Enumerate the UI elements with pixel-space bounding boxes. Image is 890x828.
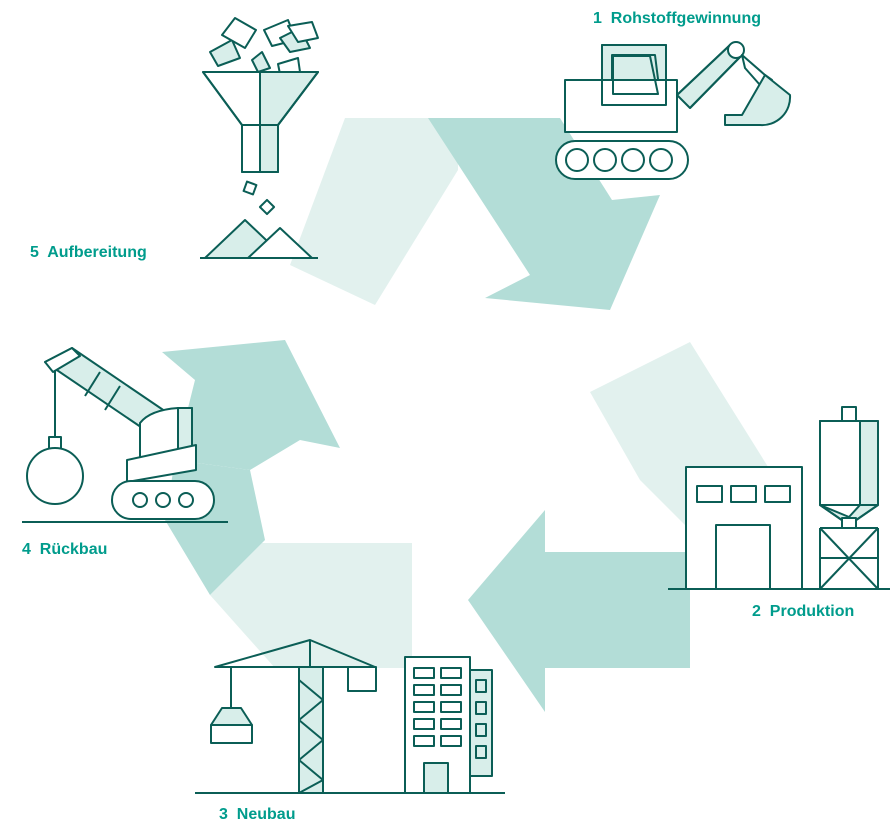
stage-number: 3 xyxy=(219,806,228,823)
stage-label-neubau: 3 Neubau xyxy=(219,806,295,824)
stage-number: 5 xyxy=(30,244,39,261)
arrow-head-top xyxy=(428,118,660,310)
stage-number: 1 xyxy=(593,10,602,27)
stage-title: Rohstoffgewinnung xyxy=(610,10,761,27)
stage-title: Neubau xyxy=(236,806,296,823)
stage-label-rohstoffgewinnung: 1 Rohstoffgewinnung xyxy=(593,10,761,28)
demolition-machine-icon xyxy=(22,347,228,523)
funnel-crusher-icon xyxy=(200,17,319,259)
stage-number: 2 xyxy=(752,603,761,620)
stage-number: 4 xyxy=(22,541,31,558)
stage-label-rueckbau: 4 Rückbau xyxy=(22,541,107,559)
arrow-tail-top xyxy=(290,118,458,305)
stage-label-produktion: 2 Produktion xyxy=(752,603,854,621)
arrow-head-upper-left xyxy=(162,340,340,470)
cycle-arrows xyxy=(162,118,770,712)
factory-silo-icon xyxy=(668,406,890,590)
stage-label-aufbereitung: 5 Aufbereitung xyxy=(30,244,147,262)
arrow-tail-bottom-left xyxy=(210,543,412,668)
crane-building-icon xyxy=(195,639,505,794)
arrow-head-bottom-right xyxy=(468,510,690,712)
stage-title: Rückbau xyxy=(39,541,108,558)
stage-title: Aufbereitung xyxy=(47,244,147,261)
excavator-icon xyxy=(555,41,792,180)
stage-title: Produktion xyxy=(769,603,855,620)
